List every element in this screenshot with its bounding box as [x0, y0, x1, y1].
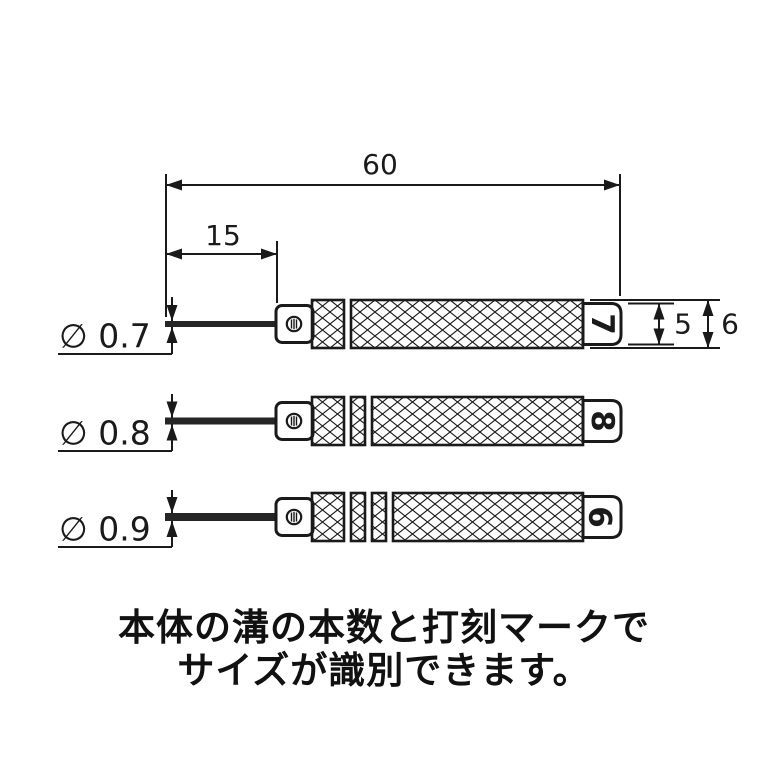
set-screw-icon	[285, 315, 303, 333]
tool-row-0-8: 8 ∅ 0.8	[58, 394, 623, 453]
dia-label: ∅ 0.7	[59, 317, 151, 356]
dim-overall-length	[165, 174, 621, 317]
knurl-section	[391, 491, 585, 543]
knurl-ring	[370, 491, 388, 543]
dim-15-label: 15	[205, 219, 241, 252]
knurl-section	[310, 395, 346, 447]
dia-annotation	[58, 490, 178, 548]
dim-heights	[590, 299, 720, 349]
knurl-section	[310, 491, 346, 543]
dia-label: ∅ 0.9	[59, 510, 151, 549]
end-cap	[581, 302, 623, 346]
caption-line-2: サイズが識別できます。	[177, 650, 591, 691]
tool-row-0-9: 9 ∅ 0.9	[58, 490, 623, 549]
pin	[165, 513, 277, 521]
knurl-section	[349, 298, 585, 350]
cap-height-label: 5	[674, 308, 692, 341]
stamp-digit: 7	[584, 313, 620, 335]
stamp-digit: 9	[584, 506, 620, 528]
dia-label: ∅ 0.8	[59, 414, 151, 453]
dia-annotation	[58, 394, 178, 452]
knurl-ring	[349, 395, 367, 447]
pin	[165, 321, 277, 327]
caption: 本体の溝の本数と打刻マークで サイズが識別できます。	[0, 606, 768, 692]
body-height-label: 6	[721, 308, 739, 341]
dia-annotation	[58, 297, 178, 355]
knurl-section	[370, 395, 585, 447]
dim-pin-length	[166, 241, 278, 303]
knurl-ring	[349, 491, 367, 543]
stamp-digit: 8	[584, 410, 620, 432]
knurl-section	[310, 298, 346, 350]
set-screw-icon	[285, 508, 303, 526]
dim-60-label: 60	[362, 148, 398, 181]
tool-row-0-7: 7 ∅ 0.7	[58, 297, 623, 356]
caption-line-1: 本体の溝の本数と打刻マークで	[118, 607, 650, 648]
end-cap	[581, 399, 623, 443]
set-screw-icon	[285, 412, 303, 430]
pin	[165, 417, 277, 425]
end-cap	[581, 495, 623, 539]
